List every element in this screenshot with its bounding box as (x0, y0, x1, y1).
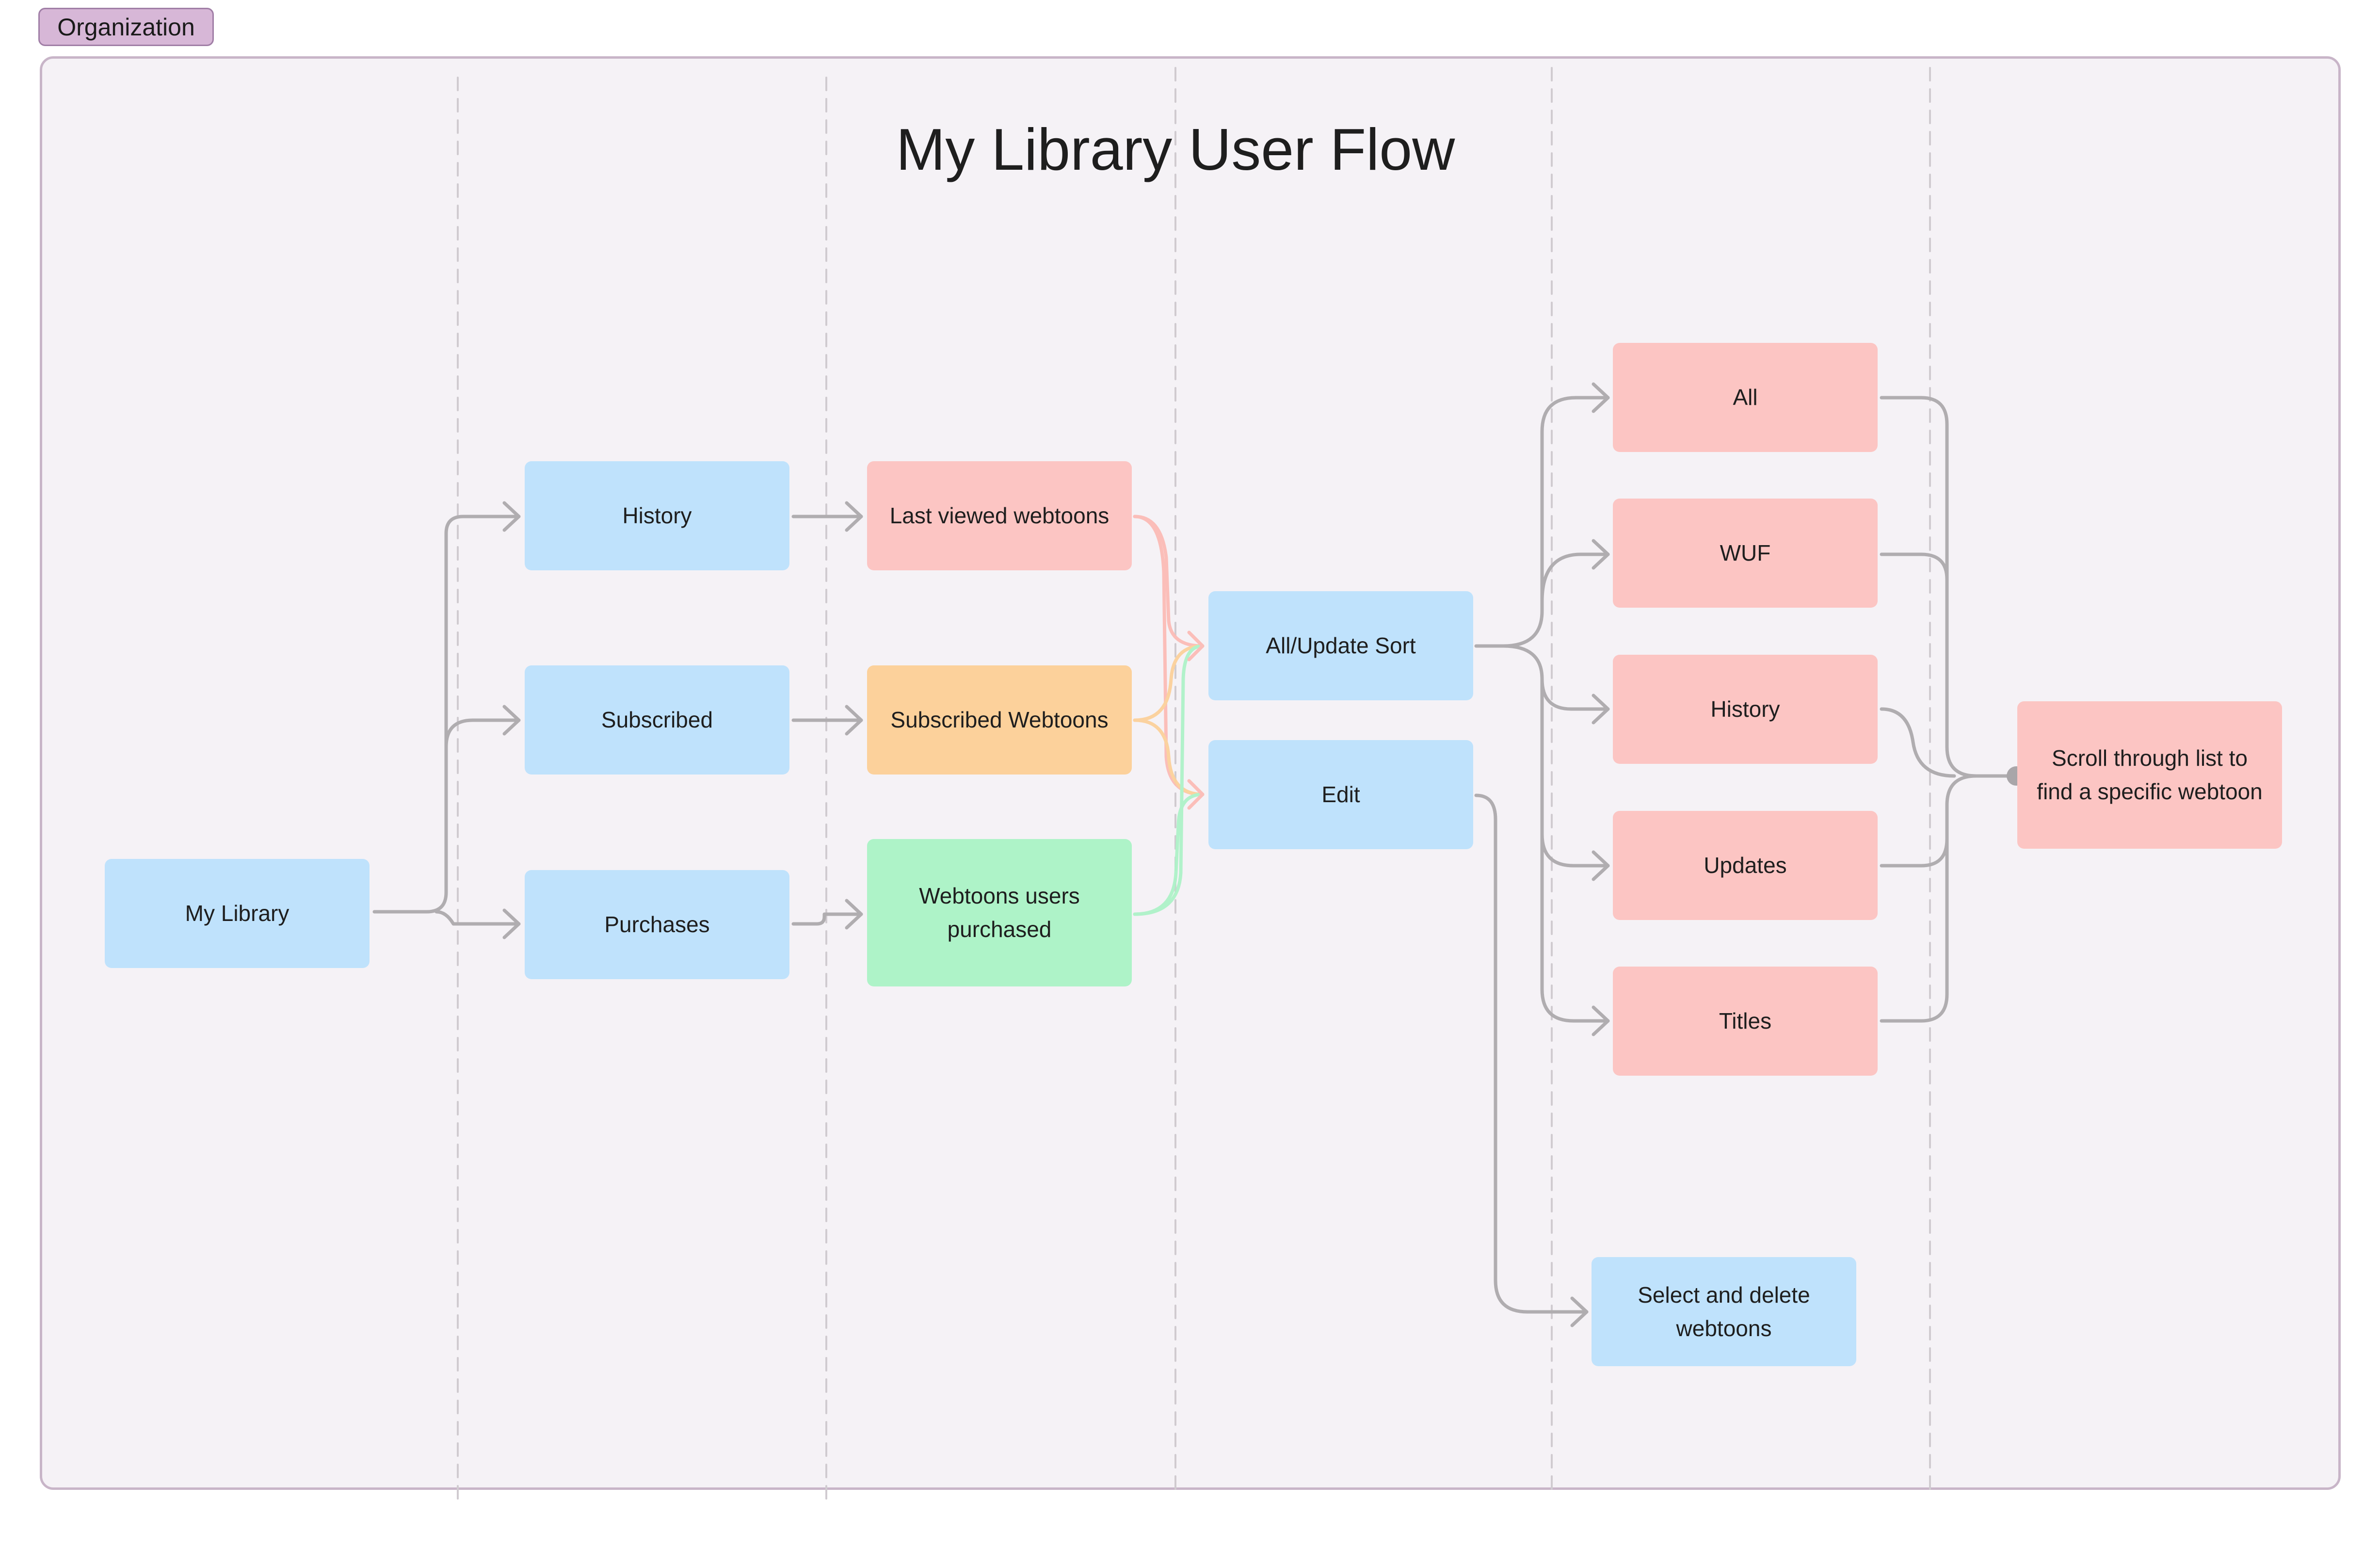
arrowhead (1592, 539, 1610, 570)
connector-purchased-edit (1133, 792, 1205, 916)
node-last-viewed-webtoons[interactable]: Last viewed webtoons (867, 461, 1132, 570)
arrowhead (1187, 779, 1205, 810)
node-select-and-delete[interactable]: Select and delete webtoons (1592, 1257, 1856, 1366)
node-subscribed-webtoons[interactable]: Subscribed Webtoons (867, 665, 1132, 775)
node-my-library[interactable]: My Library (105, 859, 370, 968)
node-all-update-sort[interactable]: All/Update Sort (1208, 591, 1473, 700)
connector-edit-select (1474, 793, 1589, 1314)
connector-sort-all (1474, 396, 1610, 648)
node-wuf[interactable]: WUF (1613, 499, 1878, 608)
node-edit[interactable]: Edit (1208, 740, 1473, 849)
arrowhead (845, 899, 863, 930)
section-label[interactable]: Organization (38, 8, 214, 46)
node-history[interactable]: History (525, 461, 789, 570)
arrowhead (502, 908, 521, 939)
connector-subscribedwebtoons-sort (1133, 644, 1205, 722)
arrowhead (1592, 850, 1610, 881)
connector-lastviewed-sort (1133, 515, 1205, 648)
node-webtoons-users-purchased[interactable]: Webtoons users purchased (867, 839, 1132, 986)
connector-subscribedwebtoons-edit (1133, 718, 1205, 796)
arrowhead (502, 501, 521, 532)
connector-mylibrary-subscribed (444, 718, 521, 749)
connector-purchases-purchasedwebtoons (791, 912, 863, 926)
connector-history-scroll (1880, 707, 1956, 778)
node-scroll-through-list[interactable]: Scroll through list to find a specific w… (2017, 701, 2282, 849)
arrowhead (1592, 1005, 1610, 1036)
arrowhead (502, 705, 521, 736)
node-updates[interactable]: Updates (1613, 811, 1878, 920)
connector-sort-titles (1540, 832, 1610, 1023)
arrowhead (1592, 382, 1610, 413)
arrowhead (1570, 1296, 1589, 1327)
connector-mylibrary-purchases (434, 910, 521, 926)
node-purchases[interactable]: Purchases (525, 870, 789, 979)
connector-wuf-scroll (1880, 552, 1949, 581)
connector-sort-history (1501, 644, 1610, 711)
connector-mylibrary-history (372, 515, 521, 914)
node-history-sort[interactable]: History (1613, 655, 1878, 764)
arrowhead (845, 501, 863, 532)
node-subscribed[interactable]: Subscribed (525, 665, 789, 775)
connector-sort-wuf (1540, 552, 1610, 603)
arrowhead (1187, 630, 1205, 662)
diagram-title: My Library User Flow (896, 116, 1455, 182)
node-titles[interactable]: Titles (1613, 967, 1878, 1076)
node-all[interactable]: All (1613, 343, 1878, 452)
connector-updates-scroll (1880, 774, 1978, 868)
connector-all-scroll (1880, 396, 2018, 778)
arrowhead (845, 705, 863, 736)
connector-titles-scroll (1880, 823, 1949, 1023)
arrowhead (1592, 694, 1610, 725)
